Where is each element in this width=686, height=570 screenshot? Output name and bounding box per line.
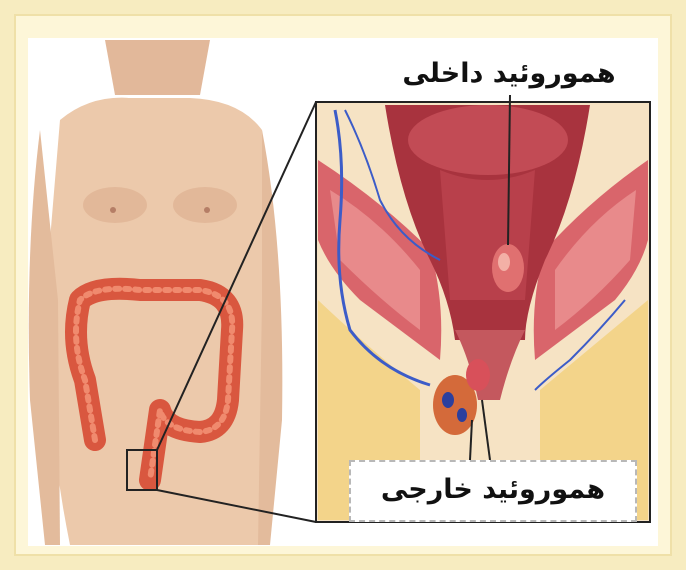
rectum-cross-section (316, 95, 650, 522)
external-hemorrhoid-label: هموروئید خارجی (349, 474, 637, 505)
internal-hemorrhoid-label: هموروئید داخلی (390, 58, 628, 89)
